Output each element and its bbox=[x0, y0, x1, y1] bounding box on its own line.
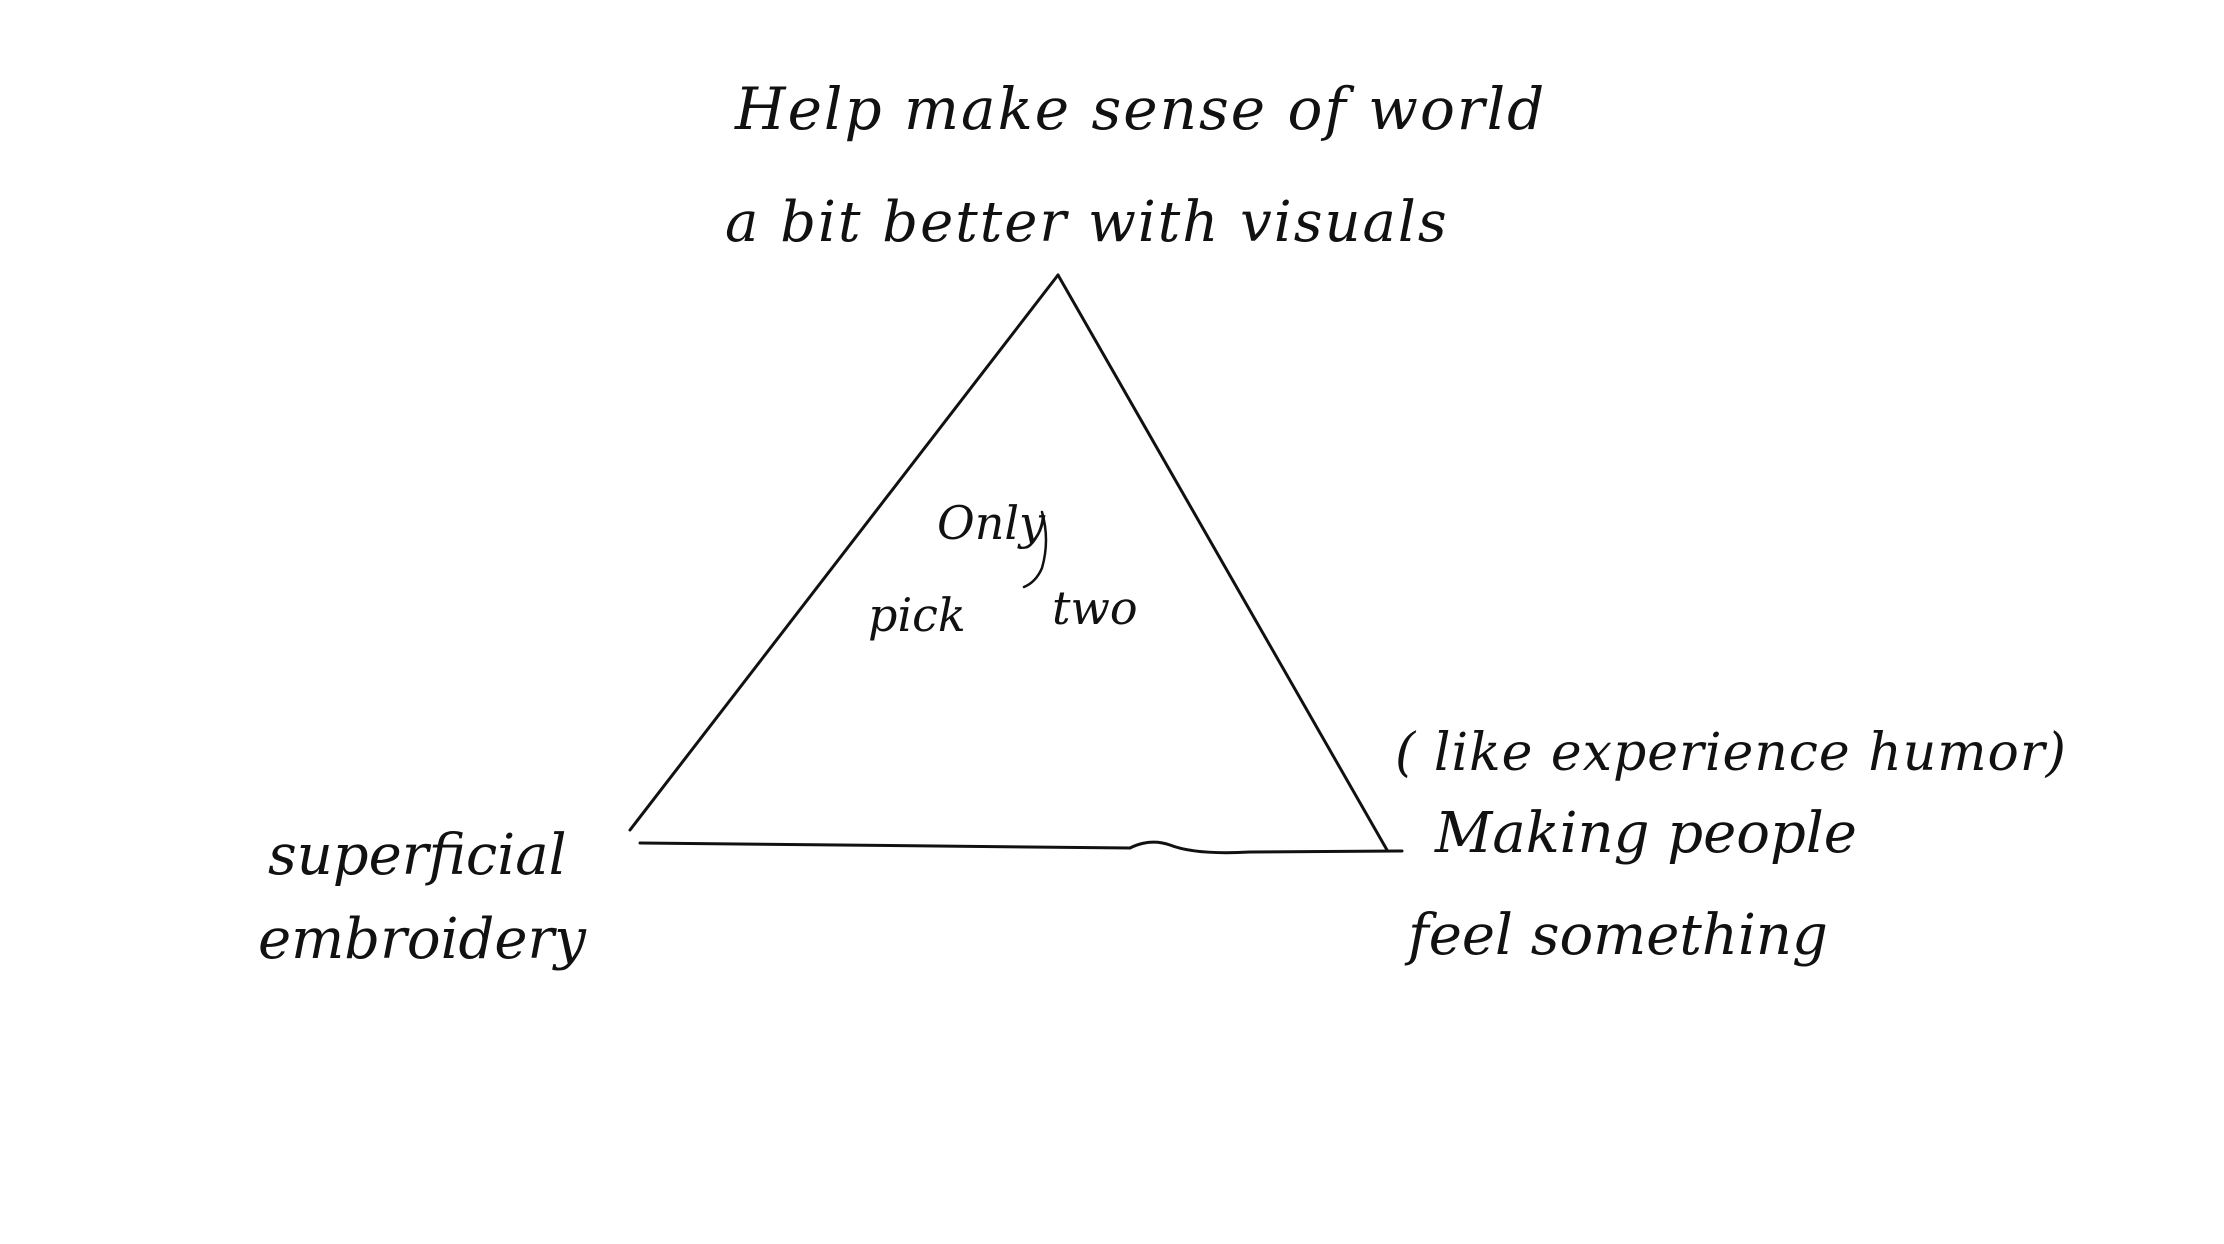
center-brace bbox=[1022, 510, 1048, 589]
center-label-two: two bbox=[1052, 581, 1138, 635]
left-label-line-1: superficial bbox=[268, 823, 567, 888]
center-label-pick: pick bbox=[868, 588, 966, 642]
center-label-only: Only bbox=[937, 496, 1046, 550]
top-label-line-2: a bit better with visuals bbox=[725, 190, 1449, 255]
triangle-right-edge bbox=[1056, 273, 1389, 852]
triangle-base-edge bbox=[638, 840, 1404, 855]
right-label-line-2: Making people bbox=[1435, 801, 1857, 866]
right-label-line-1: ( like experience humor) bbox=[1395, 723, 2067, 783]
triangle-left-edge bbox=[628, 273, 1060, 832]
right-label-line-3: feel something bbox=[1408, 903, 1828, 968]
left-label-line-2: embroidery bbox=[258, 907, 586, 972]
top-label-line-1: Help make sense of world bbox=[735, 75, 1547, 143]
